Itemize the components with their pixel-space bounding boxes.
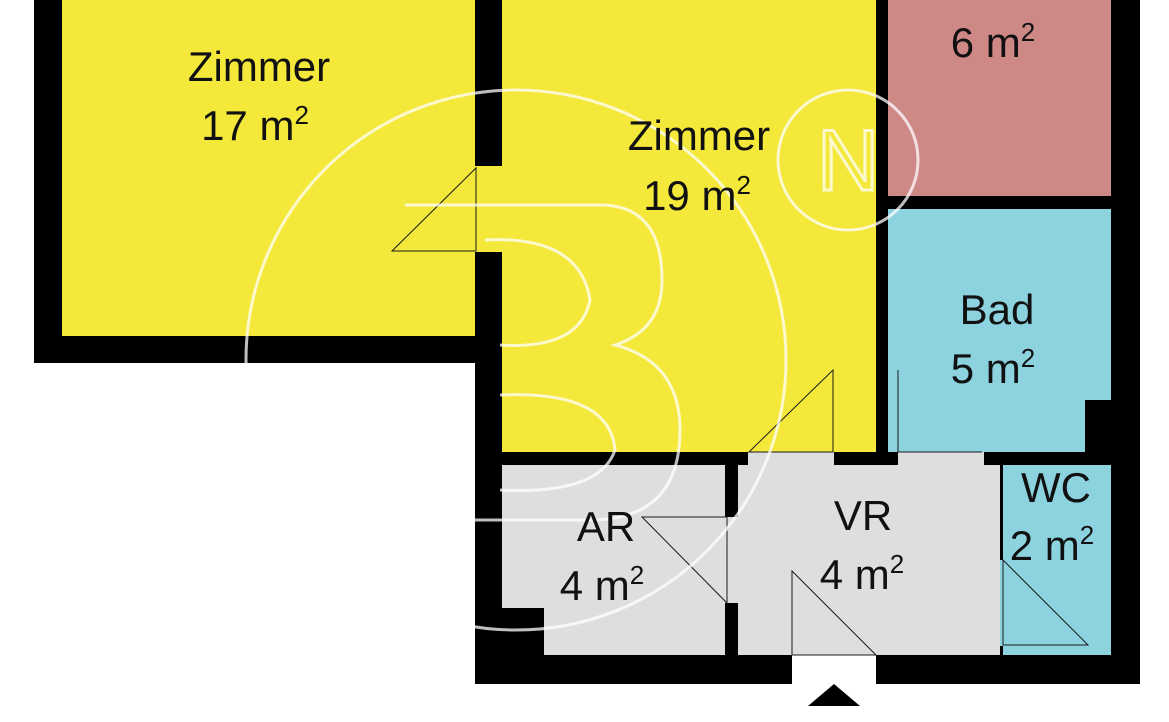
opening-wc (1000, 560, 1003, 646)
bad-area-sup: 2 (1021, 343, 1035, 373)
door-vr-entrance (791, 569, 878, 656)
watermark-logo (244, 88, 920, 632)
room-kitchen (888, 0, 1111, 196)
ar-area-value: 4 m (560, 562, 630, 609)
zimmer-left-area-value: 17 m (201, 102, 294, 149)
wc-area-value: 2 m (1010, 522, 1080, 569)
room-bad (888, 209, 1111, 452)
watermark-n-circle (776, 88, 920, 232)
vr-area-value: 4 m (820, 551, 890, 598)
room-zimmer-center (502, 0, 876, 452)
room-bad-notch (1085, 400, 1111, 452)
watermark-digit-inner (484, 238, 617, 492)
label-wc-area: 2 m2 (1010, 520, 1094, 569)
room-ar-corner (502, 608, 544, 655)
door-swings (390, 166, 1090, 656)
zimmer-center-area-value: 19 m (643, 172, 736, 219)
opening-zimmer-center (748, 452, 834, 465)
opening-entrance (792, 655, 876, 684)
room-vr (738, 465, 1000, 655)
door-wc (1002, 558, 1090, 646)
door-ar (640, 516, 728, 605)
label-bad-area: 5 m2 (951, 343, 1035, 392)
label-vr-name: VR (834, 492, 892, 539)
door-zimmer-left (390, 166, 477, 252)
entrance-arrow (808, 684, 860, 706)
label-kitchen-area: 6 m2 (951, 17, 1035, 66)
room-labels: Zimmer 17 m2 Zimmer 19 m2 6 m2 Bad 5 m2 … (188, 17, 1094, 609)
wc-area-sup: 2 (1080, 520, 1094, 550)
label-zimmer-left-name: Zimmer (188, 43, 330, 90)
label-wc-name: WC (1021, 464, 1091, 511)
kitchen-area-sup: 2 (1021, 17, 1035, 47)
door-zimmer-center (747, 368, 834, 453)
opening-bad (898, 452, 984, 465)
opening-ar (725, 517, 738, 603)
label-ar-area: 4 m2 (560, 560, 644, 609)
door-bad (897, 370, 982, 453)
label-vr-area: 4 m2 (820, 549, 904, 598)
label-zimmer-center-name: Zimmer (628, 112, 770, 159)
room-wc (1003, 465, 1111, 655)
watermark-n-letter: N (817, 113, 879, 209)
bad-area-value: 5 m (951, 345, 1021, 392)
room-zimmer-left (62, 0, 475, 336)
zimmer-center-area-sup: 2 (736, 170, 750, 200)
label-bad-name: Bad (960, 286, 1035, 333)
watermark-ring (244, 88, 788, 632)
kitchen-area-value: 6 m (951, 19, 1021, 66)
ar-area-sup: 2 (630, 560, 644, 590)
label-zimmer-center-area: 19 m2 (643, 170, 751, 219)
room-floors (62, 0, 1111, 655)
label-ar-name: AR (577, 503, 635, 550)
watermark-digit (405, 203, 682, 522)
zimmer-left-area-sup: 2 (294, 100, 308, 130)
vr-area-sup: 2 (890, 549, 904, 579)
label-zimmer-left-area: 17 m2 (201, 100, 309, 149)
opening-zimmer-left (475, 166, 502, 252)
